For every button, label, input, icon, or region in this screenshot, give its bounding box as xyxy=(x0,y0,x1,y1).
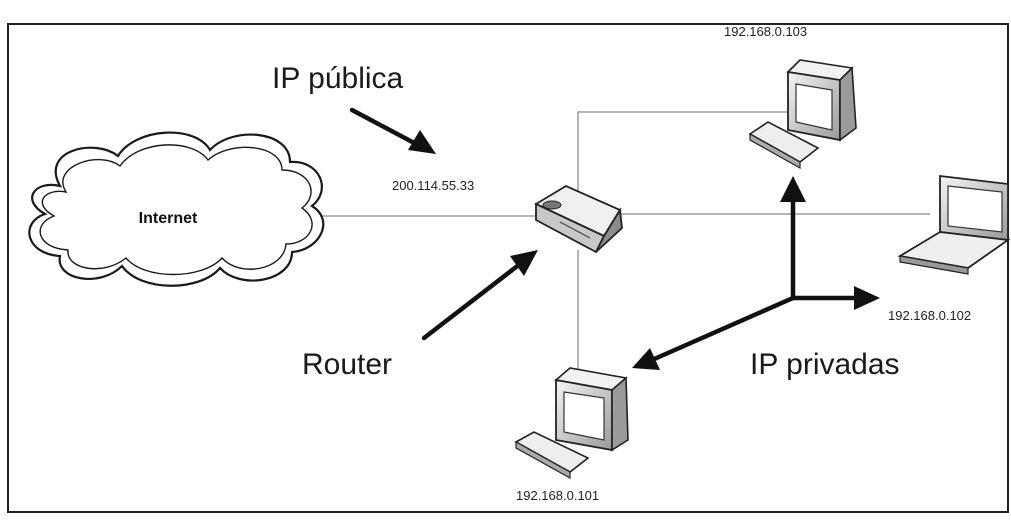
internet-cloud: Internet xyxy=(28,131,325,287)
router-label: Router xyxy=(302,348,392,381)
ip-publica-label: IP pública xyxy=(272,62,404,95)
internet-label: Internet xyxy=(139,210,198,227)
laptop-102-icon xyxy=(897,174,1011,275)
arrow-router xyxy=(421,261,523,341)
router-icon xyxy=(534,184,623,254)
diagram-frame xyxy=(7,23,1009,513)
public-ip-address: 200.114.55.33 xyxy=(392,178,474,193)
link-router-pc103 xyxy=(577,111,790,200)
arrow-ip-publica xyxy=(349,107,421,148)
arrow-left-101 xyxy=(649,295,796,363)
ip-103-label: 192.168.0.103 xyxy=(724,24,807,39)
computer-101-icon xyxy=(514,367,629,480)
ip-101-label: 192.168.0.101 xyxy=(516,488,599,503)
ip-102-label: 192.168.0.102 xyxy=(888,308,971,323)
connection-lines xyxy=(322,111,930,375)
arrows xyxy=(349,107,880,370)
computer-103-icon xyxy=(748,59,857,170)
ip-privadas-label: IP privadas xyxy=(750,348,900,381)
